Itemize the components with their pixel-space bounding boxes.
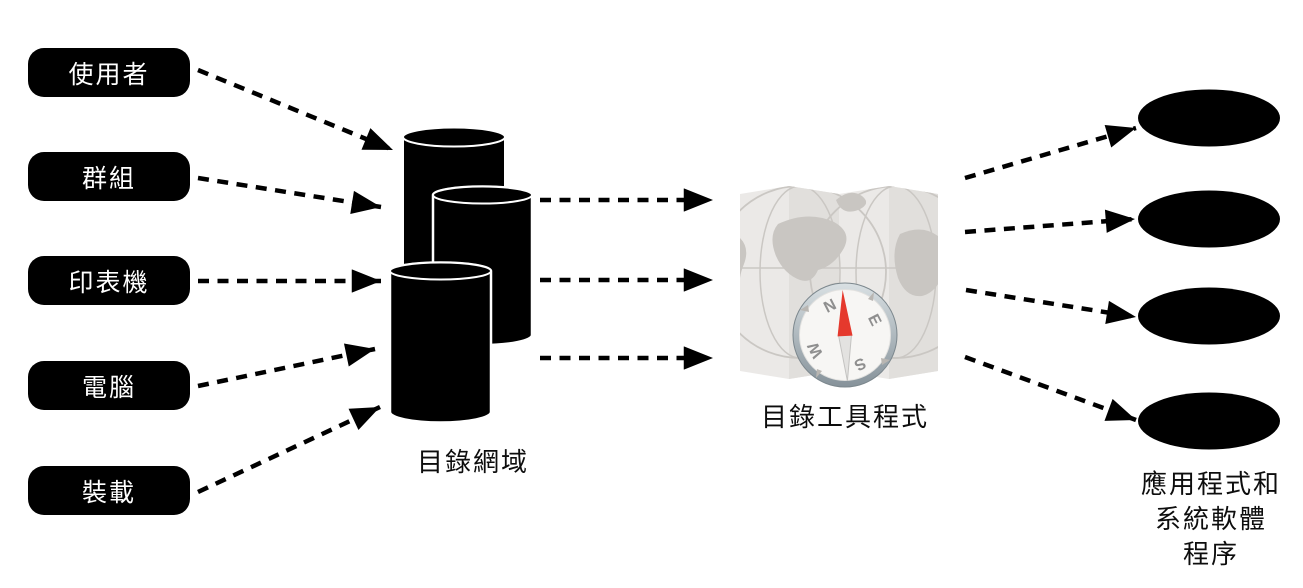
source-box-printers: 印表機 xyxy=(28,256,190,305)
applications-label-line-3: 程序 xyxy=(1182,539,1239,569)
source-box-users-label: 使用者 xyxy=(68,60,150,89)
process-ellipse-1 xyxy=(1138,89,1280,147)
source-box-mounts-label: 裝載 xyxy=(81,478,136,507)
directory-domain-label: 目錄網域 xyxy=(416,447,529,477)
arrows xyxy=(197,67,1137,495)
directory-utility-label: 目錄工具程式 xyxy=(760,402,929,432)
arrow-groups-to-domain xyxy=(197,175,382,214)
arrow-users-to-domain xyxy=(197,67,394,153)
database-cylinder-front xyxy=(388,261,493,424)
process-ellipses xyxy=(1138,89,1280,450)
source-box-groups: 群組 xyxy=(28,152,190,201)
source-box-computers-label: 電腦 xyxy=(81,373,136,402)
process-ellipse-2 xyxy=(1138,190,1280,248)
source-box-computers: 電腦 xyxy=(28,361,190,410)
source-box-users: 使用者 xyxy=(28,48,190,97)
compass-needle xyxy=(837,290,853,382)
arrow-utility-to-process-1 xyxy=(964,124,1137,181)
process-ellipse-4 xyxy=(1138,392,1280,450)
compass-ticks xyxy=(800,292,890,378)
arrow-mounts-to-domain xyxy=(197,404,381,495)
arrow-utility-to-process-2 xyxy=(964,209,1136,235)
directory-utility-icon: N E S W xyxy=(740,186,938,388)
arrow-utility-to-process-3 xyxy=(965,287,1137,324)
applications-label: 應用程式和 系統軟體 程序 xyxy=(1101,467,1303,572)
directory-domain-databases xyxy=(388,126,534,424)
source-box-mounts: 裝載 xyxy=(28,466,190,515)
process-ellipse-3 xyxy=(1138,287,1280,345)
compass-icon: N E S W xyxy=(792,282,898,388)
source-box-printers-label: 印表機 xyxy=(68,268,150,297)
arrow-computers-to-domain xyxy=(197,343,376,389)
applications-label-line-1: 應用程式和 xyxy=(1140,469,1281,499)
applications-label-line-2: 系統軟體 xyxy=(1154,504,1267,534)
arrow-utility-to-process-4 xyxy=(964,354,1137,423)
source-box-groups-label: 群組 xyxy=(81,164,136,193)
